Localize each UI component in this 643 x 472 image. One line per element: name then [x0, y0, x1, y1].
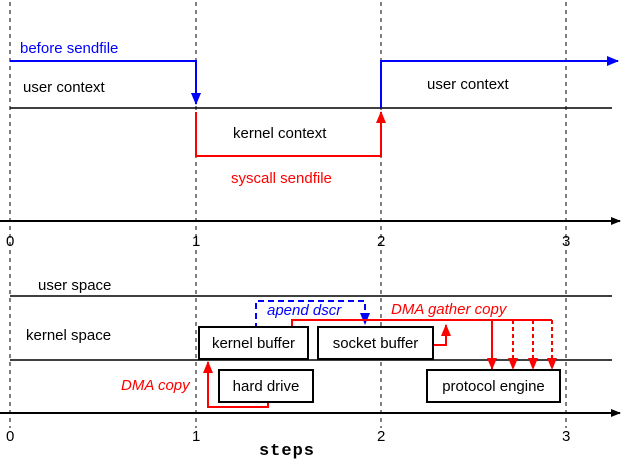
tick-label-2-bottom: 2 [377, 428, 385, 445]
user-context-right-label: user context [427, 76, 510, 93]
tick-label-0-bottom: 0 [6, 428, 14, 445]
protocol-engine-label: protocol engine [442, 378, 545, 395]
user-context-left-label: user context [23, 79, 106, 96]
socket-buffer-label: socket buffer [333, 335, 419, 352]
append-descr-label: apend dscr [267, 302, 342, 319]
before-sendfile-label: before sendfile [20, 40, 118, 57]
tick-label-3-top: 3 [562, 233, 570, 250]
kernel-context-label: kernel context [233, 125, 327, 142]
dma-gather-inlet-path [433, 324, 451, 346]
dma-gather-source-path [291, 319, 552, 328]
hard-drive-box: hard drive [218, 369, 314, 403]
steps-axis-title: steps [259, 442, 315, 461]
dma-gather-label: DMA gather copy [391, 301, 508, 318]
tick-label-1-top: 1 [192, 233, 200, 250]
dma-copy-label: DMA copy [121, 377, 191, 394]
step-guides [9, 2, 567, 428]
before-sendfile-line [10, 60, 201, 105]
kernel-buffer-label: kernel buffer [212, 335, 295, 352]
protocol-engine-box: protocol engine [426, 369, 561, 403]
after-sendfile-line [380, 56, 619, 108]
kernel-buffer-box: kernel buffer [198, 326, 309, 360]
tick-label-3-bottom: 3 [562, 428, 570, 445]
hard-drive-label: hard drive [233, 378, 300, 395]
tick-label-1-bottom: 1 [192, 428, 200, 445]
user-space-label: user space [38, 277, 111, 294]
append-descr-path [255, 300, 370, 329]
syscall-sendfile-line [195, 111, 386, 157]
socket-buffer-box: socket buffer [317, 326, 434, 360]
syscall-sendfile-label: syscall sendfile [231, 170, 332, 187]
tick-label-2-top: 2 [377, 233, 385, 250]
kernel-space-label: kernel space [26, 327, 111, 344]
tick-label-0-top: 0 [6, 233, 14, 250]
